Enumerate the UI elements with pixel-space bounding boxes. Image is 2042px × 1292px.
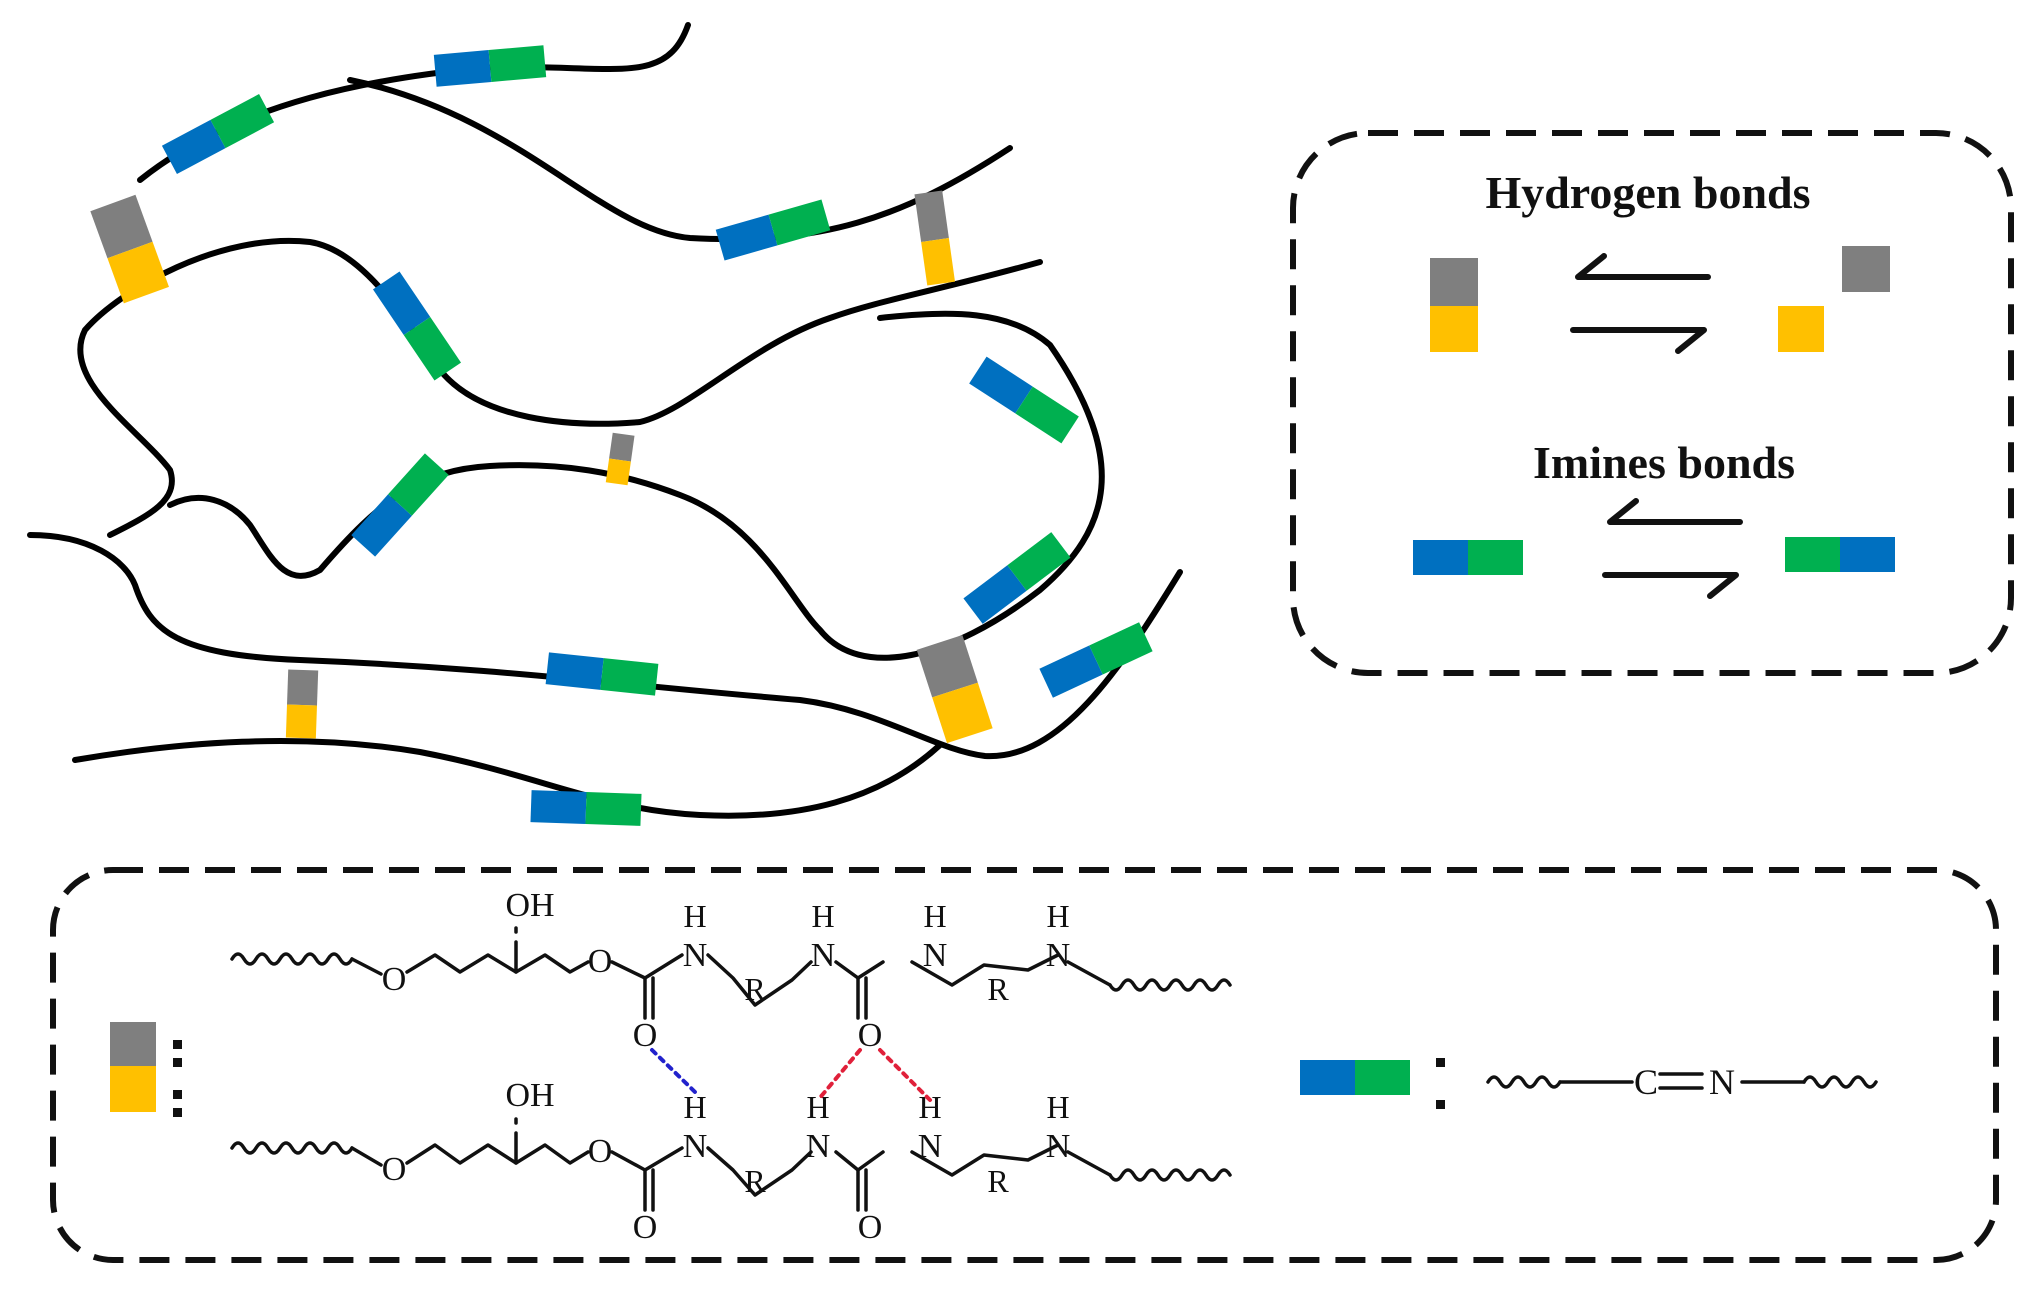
reversible-arrow: [1602, 498, 1743, 599]
atom-label: R: [987, 1163, 1009, 1199]
hbond-free-yellow: [1778, 306, 1824, 352]
imine-unit: [161, 94, 275, 174]
imine-unit: [969, 356, 1079, 444]
atom-label: R: [744, 1163, 766, 1199]
hbond-free-gray: [1842, 246, 1890, 292]
structure-bonds: [230, 926, 1232, 1212]
atom-label: H: [923, 898, 946, 934]
atom-label: H: [918, 1089, 941, 1125]
hbond-unit: [605, 432, 635, 486]
imine-units: [161, 45, 1153, 826]
atom-label: O: [858, 1209, 883, 1246]
atom-label: O: [858, 1017, 883, 1054]
atom-label: N: [1046, 937, 1071, 974]
atom-label: OH: [505, 1077, 554, 1114]
atom-label: H: [806, 1089, 829, 1125]
atom-label: O: [382, 961, 407, 998]
key-hbond-yellow: [110, 1066, 156, 1112]
atom-label: O: [382, 1151, 407, 1188]
atom-label: OH: [505, 887, 554, 924]
atom-label: N: [683, 937, 708, 974]
polymer-chain: [77, 237, 1043, 538]
atom-label: N: [683, 1128, 708, 1165]
atom-label: O: [588, 1133, 613, 1170]
atom-label: O: [633, 1209, 658, 1246]
reversible-arrow: [1570, 253, 1711, 354]
key-imine-green: [1355, 1060, 1410, 1095]
atom-label: N: [811, 937, 836, 974]
hydrogen-bonds-title: Hydrogen bonds: [1485, 167, 1810, 218]
atom-label: O: [633, 1017, 658, 1054]
hbond-unit: [90, 194, 169, 304]
hbond-unit: [285, 669, 319, 739]
imine-unit: [545, 652, 659, 696]
atom-label: H: [683, 898, 706, 934]
legend-box: Hydrogen bonds Imines bonds: [1290, 130, 2014, 676]
hbond-unit: [916, 635, 993, 744]
imine-left-blue: [1413, 540, 1468, 575]
imine-right-blue: [1840, 537, 1895, 572]
structure-atoms-bottom: O OH O O H N R H N O H N R H N: [382, 1077, 1071, 1246]
structure-border: [50, 867, 1999, 1263]
imine-unit: [530, 790, 642, 826]
atom-label: H: [683, 1089, 706, 1125]
hbond-line-blue: [650, 1048, 697, 1094]
atom-label: N: [918, 1128, 943, 1165]
atom-label: C: [1634, 1062, 1658, 1102]
hbond-paired-gray: [1430, 258, 1478, 306]
imine-unit: [1039, 622, 1153, 698]
polymer-chain: [137, 22, 691, 183]
atom-label: R: [987, 971, 1009, 1007]
atom-label: O: [588, 943, 613, 980]
atom-label: R: [744, 971, 766, 1007]
key-colon: [1436, 1058, 1445, 1109]
atom-label: H: [1046, 898, 1069, 934]
structure-box: O OH O O H N R H N O H N R H N O OH O O …: [50, 867, 1999, 1263]
atom-label: N: [1046, 1128, 1071, 1165]
key-colon: [173, 1040, 182, 1117]
imine-unit: [715, 199, 831, 261]
imine-unit: [351, 453, 449, 557]
atom-label: N: [923, 937, 948, 974]
imine-formula-bonds: [1486, 1072, 1878, 1090]
imine-right-green: [1785, 537, 1840, 572]
key-hbond-gray: [110, 1022, 156, 1066]
polymer-chain: [72, 738, 943, 819]
hbond-unit: [914, 190, 955, 286]
imine-bonds-title: Imines bonds: [1533, 437, 1795, 488]
imine-unit: [433, 45, 547, 87]
atom-label: N: [806, 1128, 831, 1165]
atom-label: N: [1709, 1062, 1735, 1102]
hydrogen-bond-lines: [650, 1048, 932, 1102]
hydrogen-bond-units: [90, 190, 993, 744]
imine-left-green: [1468, 540, 1523, 575]
polymer-chain: [347, 77, 1013, 243]
atom-label: H: [1046, 1089, 1069, 1125]
structure-atoms-top: O OH O O H N R H N O H N R H N: [382, 887, 1071, 1054]
hbond-line-red: [816, 1048, 862, 1102]
hbond-line-red: [878, 1048, 932, 1102]
atom-label: H: [811, 898, 834, 934]
polymer-chain: [167, 310, 1105, 661]
legend-border: [1290, 130, 2014, 676]
imine-unit: [372, 271, 462, 381]
key-imine-blue: [1300, 1060, 1355, 1095]
hbond-paired-yellow: [1430, 306, 1478, 352]
imine-unit: [963, 532, 1071, 624]
